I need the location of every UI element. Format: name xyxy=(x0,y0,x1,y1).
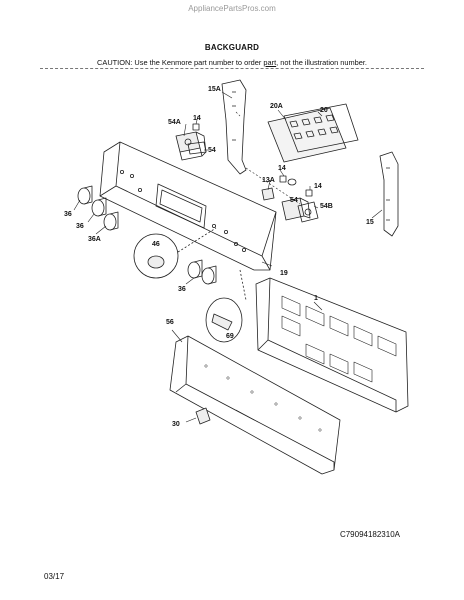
callout-36-b: 36 xyxy=(76,223,84,230)
callout-54-top: 54 xyxy=(208,147,216,154)
callout-13a: 13A xyxy=(262,177,275,184)
part-36-knob-a xyxy=(77,185,93,205)
part-20-control-board xyxy=(267,103,359,163)
callout-14-right: 14 xyxy=(314,183,322,190)
callout-14-mid: 14 xyxy=(278,165,286,172)
callout-54b: 54B xyxy=(320,203,333,210)
part-15-bracket xyxy=(379,151,399,237)
callout-15a: 15A xyxy=(208,86,221,93)
part-36-knob-d xyxy=(201,265,217,285)
caution-suffix: , not the illustration number. xyxy=(276,58,367,67)
callout-30: 30 xyxy=(172,421,180,428)
part-46-detail xyxy=(133,227,217,279)
part-14-clip-b xyxy=(279,175,287,183)
part-54b-switch xyxy=(297,201,319,223)
part-36-knob-b xyxy=(91,197,107,217)
callout-36-a: 36 xyxy=(64,211,72,218)
callout-1: 1 xyxy=(314,295,318,302)
revision-date: 03/17 xyxy=(44,572,65,581)
part-54-switch xyxy=(187,141,207,155)
leader-lines xyxy=(73,91,383,423)
part-30-bracket xyxy=(195,407,211,425)
caution-underlined: part xyxy=(263,58,277,67)
part-15a-bracket xyxy=(221,79,247,175)
part-19-backguard-panel xyxy=(99,141,277,271)
callout-20a: 20A xyxy=(270,103,283,110)
diagram-code: C79094182310A xyxy=(339,530,400,539)
page-title: BACKGUARD xyxy=(204,43,260,52)
callout-46: 46 xyxy=(152,241,160,248)
callout-15: 15 xyxy=(366,219,374,226)
part-36a-knob xyxy=(103,211,119,231)
callout-36-c: 36 xyxy=(178,286,186,293)
header-divider xyxy=(40,68,424,69)
callout-54-mid: 54 xyxy=(290,197,298,204)
callout-19: 19 xyxy=(280,270,288,277)
part-1-rear-shield xyxy=(255,277,409,413)
part-36-knob-c xyxy=(187,259,203,279)
part-13a-switch xyxy=(261,187,275,201)
part-56-back-panel xyxy=(169,335,341,475)
part-54a-switch xyxy=(175,131,207,161)
part-69-detail xyxy=(205,269,247,343)
callout-56: 56 xyxy=(166,319,174,326)
part-54-switch-b xyxy=(281,197,311,221)
part-14-clip-a xyxy=(192,123,200,131)
caution-prefix: CAUTION: Use the Kenmore part number to … xyxy=(97,58,264,67)
callout-20: 20 xyxy=(320,107,328,114)
part-14-screw xyxy=(287,178,297,186)
callout-14-top: 14 xyxy=(193,115,201,122)
callout-54a: 54A xyxy=(168,119,181,126)
watermark: AppliancePartsPros.com xyxy=(188,4,276,13)
callout-36a: 36A xyxy=(88,236,101,243)
callout-69: 69 xyxy=(226,333,234,340)
part-14-clip-c xyxy=(305,189,313,197)
caution-note: CAUTION: Use the Kenmore part number to … xyxy=(0,58,464,67)
